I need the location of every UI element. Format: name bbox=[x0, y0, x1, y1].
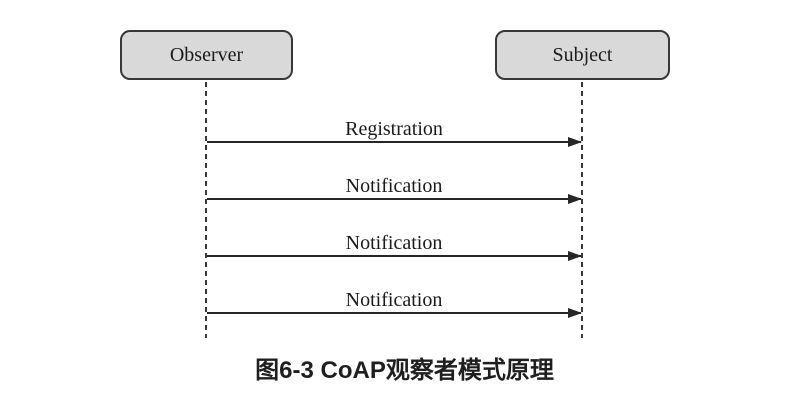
arrow-right-icon bbox=[568, 194, 582, 204]
message-registration: Registration bbox=[207, 118, 582, 147]
message-label: Registration bbox=[345, 118, 443, 140]
message-notification-1: Notification bbox=[207, 175, 582, 204]
actor-box-observer: Observer bbox=[120, 30, 293, 80]
arrow-right-icon bbox=[568, 308, 582, 318]
message-arrow-line bbox=[207, 308, 582, 318]
message-notification-2: Notification bbox=[207, 232, 582, 261]
actor-label-observer: Observer bbox=[169, 43, 244, 66]
message-arrow-line bbox=[207, 137, 582, 147]
message-arrow-line bbox=[207, 251, 582, 261]
actor-label-subject: Subject bbox=[552, 43, 613, 66]
message-arrow-line bbox=[207, 194, 582, 204]
message-label: Notification bbox=[345, 289, 443, 311]
arrow-right-icon bbox=[568, 137, 582, 147]
actor-box-subject: Subject bbox=[495, 30, 670, 80]
lifeline-observer bbox=[205, 82, 207, 338]
message-label: Notification bbox=[345, 232, 443, 254]
message-notification-3: Notification bbox=[207, 289, 582, 318]
lifeline-subject bbox=[581, 82, 583, 338]
figure-caption: 图6-3 CoAP观察者模式原理 bbox=[255, 357, 554, 384]
arrow-right-icon bbox=[568, 251, 582, 261]
message-label: Notification bbox=[345, 175, 443, 197]
